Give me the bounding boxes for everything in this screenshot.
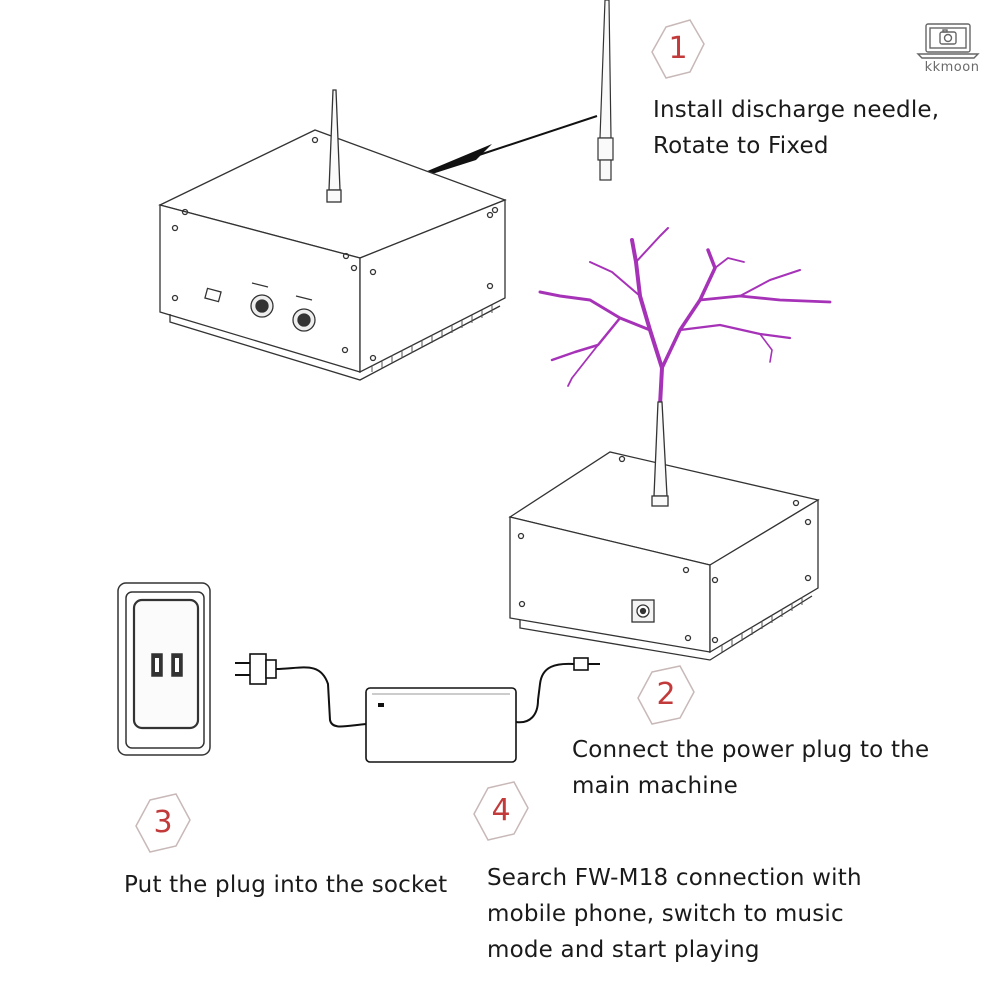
step-4-line-3: mode and start playing bbox=[487, 937, 760, 963]
step-1-number-text: 1 bbox=[668, 31, 688, 66]
step-1-line-2: Rotate to Fixed bbox=[653, 133, 829, 159]
step-3-hexagon bbox=[135, 793, 191, 853]
discharge-needle-detached bbox=[597, 0, 614, 181]
main-machine-top-unit bbox=[158, 89, 507, 381]
step-2-number: 2 bbox=[640, 666, 692, 724]
step-1-number: 1 bbox=[652, 20, 704, 78]
step-2-hexagon bbox=[637, 665, 695, 725]
brand-name: kkmoon bbox=[924, 60, 980, 75]
step-1-hexagon bbox=[651, 19, 705, 79]
power-adapter-cable bbox=[235, 653, 600, 763]
lightning-arc bbox=[538, 227, 832, 407]
step-1-line-1: Install discharge needle, bbox=[653, 97, 940, 123]
step-2-number-text: 2 bbox=[656, 677, 676, 712]
step-4-hexagon bbox=[473, 781, 529, 841]
laptop-camera-icon bbox=[916, 23, 980, 59]
step-2-line-2: main machine bbox=[572, 773, 739, 799]
step-2-line-1: Connect the power plug to the bbox=[572, 737, 930, 763]
main-machine-bottom-unit bbox=[508, 401, 820, 661]
step-3-number: 3 bbox=[137, 794, 189, 852]
step-4-number: 4 bbox=[475, 782, 527, 840]
step-3-number-text: 3 bbox=[153, 805, 173, 840]
step-4-line-2: mobile phone, switch to music bbox=[487, 901, 844, 927]
step-3-line-1: Put the plug into the socket bbox=[124, 872, 448, 898]
wall-socket bbox=[117, 582, 211, 756]
step-4-line-1: Search FW-M18 connection with bbox=[487, 865, 862, 891]
step-4-number-text: 4 bbox=[491, 793, 511, 828]
